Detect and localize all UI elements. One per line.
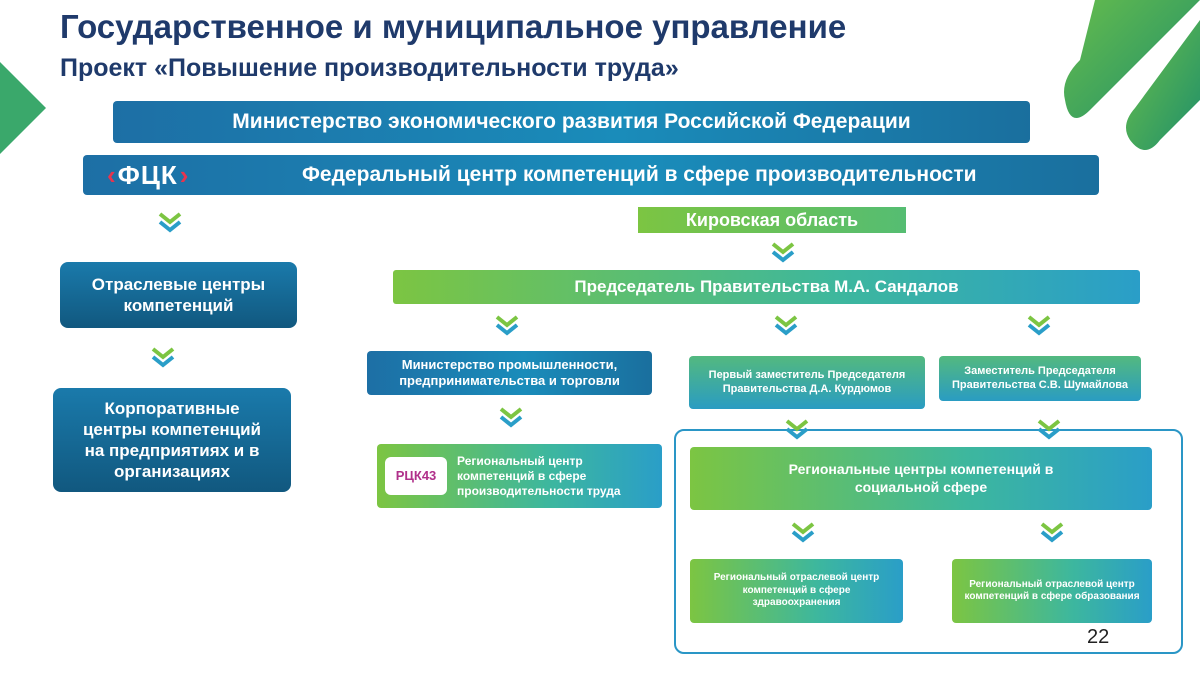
industry-centers-label: Отраслевые центры компетенций: [91, 274, 266, 315]
ministry-economic-development-label: Министерство экономического развития Рос…: [232, 109, 911, 133]
decor-top-right-stripes: [1064, 0, 1200, 150]
regional-center-productivity-box: РЦК43 Региональный центр компетенций в с…: [377, 444, 662, 508]
page-number: 22: [1087, 626, 1110, 648]
chairman-box: Председатель Правительства М.А. Сандалов: [393, 270, 1140, 304]
education-center-label: Региональный отраслевой центр компетенци…: [964, 578, 1140, 603]
frck-logo: ‹ ФЦК ›: [107, 159, 247, 192]
frck-logo-left-bracket-icon: ‹: [107, 159, 116, 190]
federal-center-box: ‹ ФЦК › Федеральный центр компетенций в …: [83, 155, 1099, 195]
regional-centers-social-label: Региональные центры компетенций в социал…: [788, 461, 1054, 495]
frck-logo-text: ФЦК: [117, 159, 178, 190]
social-sphere-group-frame: [674, 429, 1183, 654]
ministry-industry-label: Министерство промышленности, предпринима…: [399, 356, 620, 388]
kirov-region-box: Кировская область: [638, 207, 906, 233]
chairman-label: Председатель Правительства М.А. Сандалов: [574, 277, 959, 297]
chevron-down-icon: [495, 315, 519, 336]
rck43-logo-text: РЦК43: [395, 467, 437, 483]
deputy-box: Заместитель Председателя Правительства С…: [939, 356, 1141, 401]
corporate-centers-box: Корпоративные центры компетенций на пред…: [53, 388, 291, 492]
slide-title: Государственное и муниципальное управлен…: [60, 8, 847, 45]
chevron-down-icon: [151, 347, 175, 368]
deputy-label: Заместитель Председателя Правительства С…: [951, 364, 1129, 391]
chevron-down-icon: [774, 315, 798, 336]
chevron-down-icon: [1037, 419, 1061, 440]
chevron-down-icon: [499, 407, 523, 428]
decor-left-triangle: [0, 62, 46, 154]
slide-subtitle: Проект «Повышение производительности тру…: [60, 54, 679, 82]
industry-centers-box: Отраслевые центры компетенций: [60, 262, 297, 328]
healthcare-center-box: Региональный отраслевой центр компетенци…: [690, 559, 903, 623]
federal-center-label: Федеральный центр компетенций в сфере пр…: [302, 162, 977, 186]
corporate-centers-label: Корпоративные центры компетенций на пред…: [82, 398, 262, 482]
regional-centers-social-box: Региональные центры компетенций в социал…: [690, 447, 1152, 510]
chevron-down-icon: [785, 419, 809, 440]
ministry-industry-box: Министерство промышленности, предпринима…: [367, 351, 652, 395]
frck-logo-right-bracket-icon: ›: [179, 159, 189, 190]
healthcare-center-label: Региональный отраслевой центр компетенци…: [713, 572, 880, 609]
kirov-region-label: Кировская область: [685, 209, 859, 230]
first-deputy-box: Первый заместитель Председателя Правител…: [689, 356, 925, 409]
chevron-down-icon: [771, 242, 795, 263]
chevron-down-icon: [791, 522, 815, 543]
chevron-down-icon: [1027, 315, 1051, 336]
ministry-economic-development-box: Министерство экономического развития Рос…: [113, 101, 1030, 143]
first-deputy-label: Первый заместитель Председателя Правител…: [708, 368, 906, 395]
regional-center-productivity-label: Региональный центр компетенций в сфере п…: [457, 453, 621, 498]
chevron-down-icon: [158, 212, 182, 233]
rck43-logo: РЦК43: [385, 457, 447, 495]
chevron-down-icon: [1040, 522, 1064, 543]
education-center-box: Региональный отраслевой центр компетенци…: [952, 559, 1152, 623]
